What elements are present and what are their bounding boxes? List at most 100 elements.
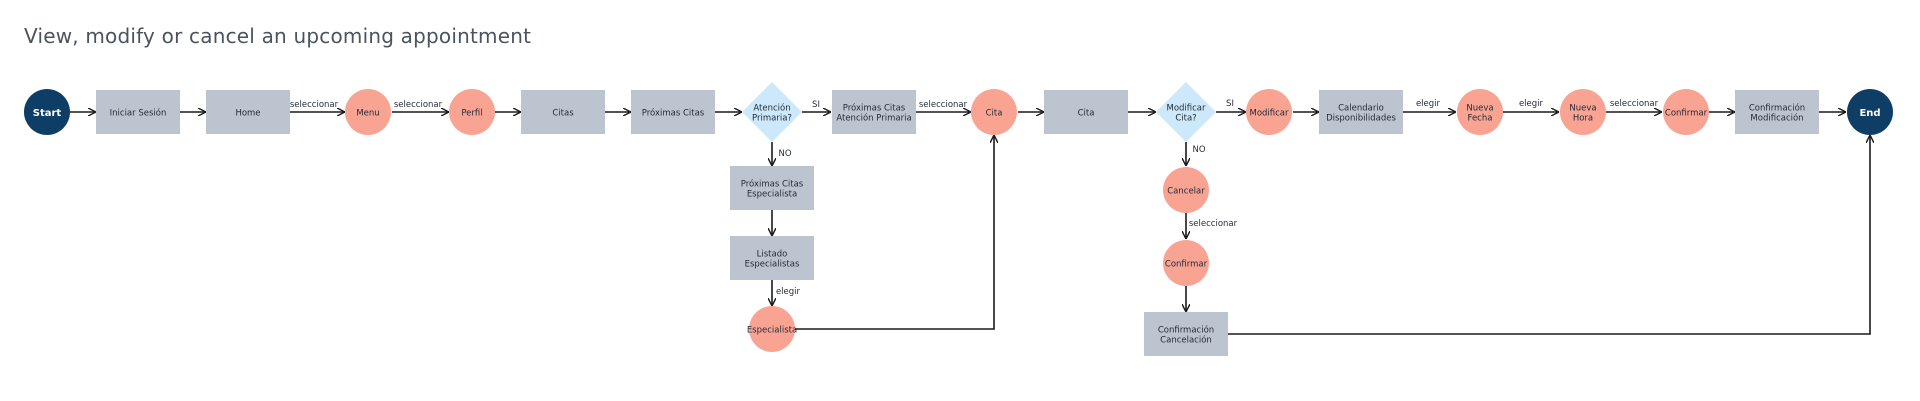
node-calendario-label: Calendario	[1338, 104, 1384, 114]
node-confirmar-cancelacion-shape	[1163, 240, 1209, 286]
edge-label-menu-perfil: seleccionar	[394, 100, 443, 110]
decision-modificar-cita-label: Modificar	[1166, 104, 1206, 114]
edge-label-mod-si: SI	[1226, 99, 1234, 109]
edge-label-home-menu: seleccionar	[290, 100, 339, 110]
node-confirmacion-modificacion-shape	[1735, 90, 1819, 134]
node-proximas-citas-ap-shape	[832, 90, 916, 134]
node-cita-action-shape	[971, 89, 1017, 135]
edge-label-ap-si: SI	[812, 100, 820, 110]
node-proximas-citas-ap-label: Próximas Citas	[843, 103, 906, 114]
edge-label-fecha-hora: elegir	[1519, 99, 1544, 109]
node-cancelar-label: Cancelar	[1167, 187, 1205, 197]
node-iniciar-sesion-label: Iniciar Sesión	[110, 108, 167, 119]
node-home-label: Home	[235, 109, 260, 119]
node-cancelar[interactable]: Cancelar	[1163, 167, 1209, 213]
node-confirmar-modificacion-shape	[1663, 89, 1709, 135]
node-confirmar-cancelacion[interactable]: Confirmar	[1163, 240, 1209, 286]
node-modificar-label: Modificar	[1249, 109, 1289, 119]
node-home-shape	[206, 90, 290, 134]
node-menu-shape	[345, 89, 391, 135]
node-especialista[interactable]: Especialista	[747, 306, 797, 352]
end-node[interactable]: End	[1847, 89, 1893, 135]
node-modificar-shape	[1246, 89, 1292, 135]
node-cita[interactable]: Cita	[1044, 90, 1128, 134]
edge-especialista-cita	[795, 136, 994, 330]
node-especialista-label: Especialista	[747, 326, 797, 336]
node-listado-especialistas-label: Especialistas	[745, 260, 800, 270]
node-menu-label: Menu	[356, 109, 379, 119]
start-node-shape	[24, 89, 70, 135]
node-confirmar-cancelacion-label: Confirmar	[1165, 260, 1208, 270]
start-node-label: Start	[33, 108, 62, 119]
node-cita-action-label: Cita	[986, 109, 1003, 119]
node-proximas-citas-especialista-label: Especialista	[747, 190, 797, 200]
node-proximas-citas-especialista-label: Próximas Citas	[741, 179, 804, 190]
node-nueva-hora-label: Hora	[1573, 114, 1593, 124]
decision-atencion-primaria-shape	[742, 82, 802, 142]
node-confirmar-modificacion-label: Confirmar	[1665, 109, 1708, 119]
node-confirmar-modificacion[interactable]: Confirmar	[1663, 89, 1709, 135]
node-menu[interactable]: Menu	[345, 89, 391, 135]
node-citas-label: Citas	[552, 109, 574, 119]
decision-atencion-primaria-label: Primaria?	[752, 114, 792, 124]
node-modificar[interactable]: Modificar	[1246, 89, 1292, 135]
node-nueva-fecha-shape	[1457, 89, 1503, 135]
decision-modificar-cita-label: Cita?	[1175, 114, 1196, 124]
node-confirmacion-cancelacion-label: Confirmación	[1158, 325, 1214, 336]
node-home[interactable]: Home	[206, 90, 290, 134]
node-confirmacion-modificacion-label: Modificación	[1750, 113, 1803, 124]
node-listado-especialistas-shape	[730, 236, 814, 280]
node-confirmacion-cancelacion-shape	[1144, 312, 1228, 356]
decision-atencion-primaria-label: Atención	[753, 103, 790, 114]
node-calendario-shape	[1319, 90, 1403, 134]
node-proximas-citas-label: Próximas Citas	[642, 108, 705, 119]
node-confirmacion-cancelacion-label: Cancelación	[1160, 335, 1212, 346]
node-nueva-fecha-label: Nueva	[1466, 104, 1493, 114]
node-nueva-fecha-label: Fecha	[1468, 114, 1493, 124]
edge-label-ap-no: NO	[778, 149, 791, 159]
node-cita-label: Cita	[1078, 109, 1095, 119]
node-iniciar-sesion[interactable]: Iniciar Sesión	[96, 90, 180, 134]
edge-label-listado-especialista: elegir	[776, 287, 801, 297]
node-proximas-citas-ap-label: Atención Primaria	[836, 113, 911, 124]
node-iniciar-sesion-shape	[96, 90, 180, 134]
page-title: View, modify or cancel an upcoming appoi…	[24, 24, 532, 48]
edge-label-cal-fecha: elegir	[1416, 99, 1441, 109]
edge-label-ap-cita: seleccionar	[919, 100, 968, 110]
decision-modificar-cita-shape	[1156, 82, 1216, 142]
node-proximas-citas-shape	[631, 90, 715, 134]
edge-label-mod-no: NO	[1192, 145, 1205, 155]
node-citas-shape	[521, 90, 605, 134]
node-cancelar-shape	[1163, 167, 1209, 213]
node-confirmacion-modificacion-label: Confirmación	[1749, 103, 1805, 114]
node-cita-action[interactable]: Cita	[971, 89, 1017, 135]
edge-label-hora-confirmar: seleccionar	[1610, 99, 1659, 109]
node-especialista-shape	[749, 306, 795, 352]
edge-cancel-end	[1228, 136, 1870, 335]
node-perfil-shape	[449, 89, 495, 135]
node-cita-shape	[1044, 90, 1128, 134]
node-proximas-citas[interactable]: Próximas Citas	[631, 90, 715, 134]
edge-label-cancelar-confirmar: seleccionar	[1189, 219, 1238, 229]
node-perfil[interactable]: Perfil	[449, 89, 495, 135]
node-proximas-citas-especialista-shape	[730, 166, 814, 210]
node-nueva-hora-shape	[1560, 89, 1606, 135]
node-citas[interactable]: Citas	[521, 90, 605, 134]
node-listado-especialistas-label: Listado	[757, 250, 788, 260]
node-calendario-label: Disponibilidades	[1326, 114, 1396, 124]
start-node[interactable]: Start	[24, 89, 70, 135]
node-nueva-hora-label: Nueva	[1569, 104, 1596, 114]
end-node-shape	[1847, 89, 1893, 135]
